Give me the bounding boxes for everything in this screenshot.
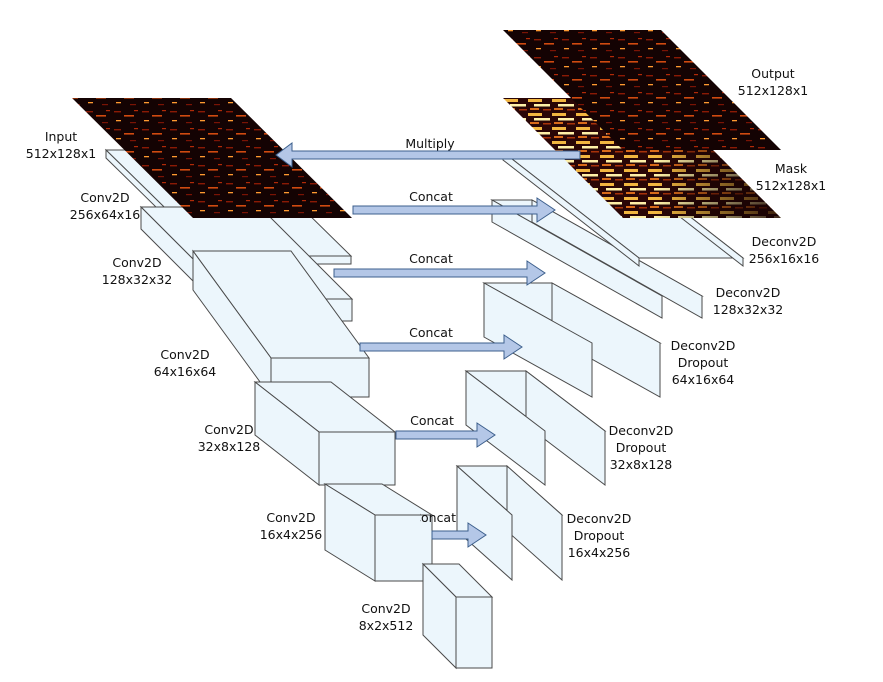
conv-label-4-name: Conv2D	[204, 422, 254, 437]
concat-arrow-3	[359, 334, 523, 360]
conv-label-5-name: Conv2D	[266, 510, 316, 525]
deconv-label-5-shape: 256x16x16	[748, 251, 820, 266]
input-label-shape: 512x128x1	[25, 146, 97, 161]
conv-label-6-name: Conv2D	[361, 601, 411, 616]
conv-label-2: Conv2D 128x32x32	[91, 254, 183, 288]
mask-spectrogram	[503, 98, 781, 218]
deconv-label-4: Deconv2D 128x32x32	[702, 284, 794, 318]
deconv-block-4	[490, 199, 704, 319]
output-spectrogram	[503, 30, 781, 150]
mask-label: Mask 512x128x1	[748, 160, 834, 194]
deconv-label-4-shape: 128x32x32	[712, 302, 784, 317]
conv-label-2-shape: 128x32x32	[101, 272, 173, 287]
deconv-label-3-shape: 64x16x64	[671, 372, 735, 387]
mask-label-name: Mask	[774, 161, 808, 176]
conv-label-1: Conv2D 256x64x16	[59, 189, 151, 223]
deconv-label-3-name: Deconv2D	[670, 338, 736, 353]
mask-label-shape: 512x128x1	[755, 178, 827, 193]
output-label-name: Output	[751, 66, 795, 81]
deconv-block-2	[464, 369, 607, 487]
concat-label-4: Concat	[410, 413, 454, 428]
concat-label-1: Concat	[409, 189, 453, 204]
deconv-label-2-shape: 32x8x128	[609, 457, 673, 472]
deconv-label-5-name: Deconv2D	[751, 234, 817, 249]
deconv-label-1: Deconv2D Dropout 16x4x256	[556, 510, 642, 561]
deconv-label-2: Deconv2D Dropout 32x8x128	[598, 422, 684, 473]
conv-label-3-shape: 64x16x64	[153, 364, 217, 379]
conv-label-5: Conv2D 16x4x256	[245, 509, 337, 543]
deconv-label-2-name: Deconv2D	[608, 423, 674, 438]
concat-arrow-5	[431, 522, 487, 548]
deconv-label-1-shape: 16x4x256	[567, 545, 631, 560]
deconv-label-3-extra: Dropout	[677, 355, 729, 370]
conv-label-5-shape: 16x4x256	[259, 527, 323, 542]
conv-label-2-name: Conv2D	[112, 255, 162, 270]
concat-arrow-4	[395, 422, 496, 448]
conv-label-3-name: Conv2D	[160, 347, 210, 362]
concat-arrow-1	[352, 197, 556, 223]
conv-label-1-name: Conv2D	[80, 190, 130, 205]
concat-arrow-2	[333, 260, 546, 286]
output-label: Output 512x128x1	[730, 65, 816, 99]
deconv-label-4-name: Deconv2D	[715, 285, 781, 300]
conv-label-3: Conv2D 64x16x64	[139, 346, 231, 380]
deconv-block-1	[455, 464, 564, 582]
conv-label-6-shape: 8x2x512	[358, 618, 414, 633]
concat-label-5: Concat	[420, 510, 456, 525]
input-label-name: Input	[44, 129, 78, 144]
conv-label-4-shape: 32x8x128	[197, 439, 261, 454]
conv-block-5	[323, 483, 434, 582]
multiply-label: Multiply	[405, 136, 455, 151]
deconv-label-5: Deconv2D 256x16x16	[738, 233, 830, 267]
conv-label-6: Conv2D 8x2x512	[343, 600, 429, 634]
conv-block-4	[253, 380, 397, 487]
conv-label-1-shape: 256x64x16	[69, 207, 141, 222]
deconv-label-2-extra: Dropout	[615, 440, 667, 455]
deconv-label-1-name: Deconv2D	[566, 511, 632, 526]
deconv-label-3: Deconv2D Dropout 64x16x64	[660, 337, 746, 388]
conv-block-6	[421, 562, 494, 670]
conv-label-4: Conv2D 32x8x128	[183, 421, 275, 455]
concat-label-2: Concat	[409, 251, 453, 266]
multiply-arrow	[275, 142, 581, 168]
input-label: Input 512x128x1	[18, 128, 104, 162]
concat-label-3: Concat	[409, 325, 453, 340]
input-spectrogram	[72, 98, 352, 218]
deconv-label-1-extra: Dropout	[573, 528, 625, 543]
output-label-shape: 512x128x1	[737, 83, 809, 98]
